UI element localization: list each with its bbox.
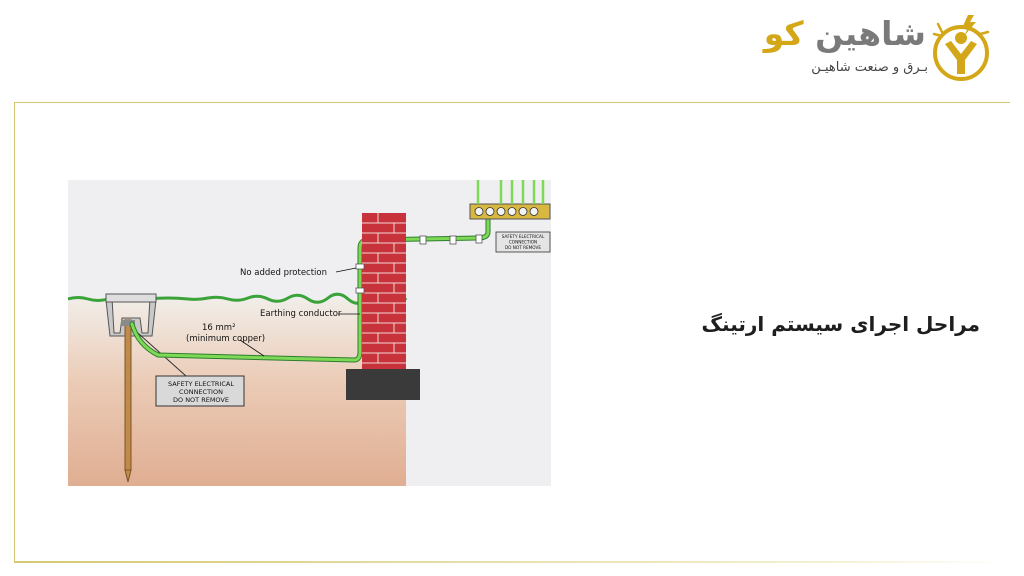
rod-clamp bbox=[121, 320, 135, 326]
label-size-line2: (minimum copper) bbox=[186, 334, 265, 344]
small-safety-tag-line1: SAFETY ELECTRICAL bbox=[502, 234, 545, 239]
brand-logo: شاهین کو بـرق و صنعت شاهیـن bbox=[764, 10, 992, 90]
safety-tag-line1: SAFETY ELECTRICAL bbox=[168, 380, 234, 388]
tag-string bbox=[129, 325, 187, 377]
brand-emblem-icon bbox=[932, 15, 990, 81]
terminal-conductors bbox=[476, 180, 545, 204]
page-title: مراحل اجرای سیستم ارتینگ bbox=[701, 312, 980, 336]
conductor-clip bbox=[419, 235, 427, 245]
brick-wall bbox=[362, 213, 406, 370]
earth-rod bbox=[124, 319, 132, 471]
wall-clip bbox=[355, 263, 365, 270]
brand-name-part1: شاهین bbox=[815, 14, 926, 53]
leader-size bbox=[239, 339, 265, 357]
small-safety-tag-line2: CONNECTION bbox=[509, 240, 537, 245]
safety-tag-line2: CONNECTION bbox=[179, 388, 223, 396]
earth-rod-tip bbox=[124, 469, 132, 483]
brand-name-part2: کو bbox=[763, 14, 804, 53]
wall-clip bbox=[355, 287, 365, 294]
small-safety-tag bbox=[495, 231, 551, 253]
label-no-added-protection: No added protection bbox=[240, 268, 327, 278]
safety-tag bbox=[155, 375, 245, 407]
label-earthing-conductor: Earthing conductor bbox=[260, 309, 342, 319]
small-safety-tag-line3: DO NOT REMOVE bbox=[505, 245, 541, 250]
terminal-screws bbox=[474, 207, 539, 216]
leader-no-added-protection bbox=[335, 267, 357, 273]
earthing-diagram: SAFETY ELECTRICAL CONNECTION DO NOT REMO… bbox=[68, 180, 551, 486]
brand-tagline: بـرق و صنعت شاهیـن bbox=[811, 60, 928, 75]
label-size-line1: 16 mm² bbox=[202, 323, 236, 333]
conductor-clip bbox=[475, 234, 483, 244]
earthing-conductor bbox=[130, 210, 490, 362]
safety-tag-line3: DO NOT REMOVE bbox=[173, 396, 229, 404]
brick-mortar bbox=[362, 213, 406, 364]
brand-name: شاهین کو bbox=[764, 14, 926, 54]
wall-footing bbox=[346, 369, 420, 400]
pit-cover bbox=[105, 293, 157, 303]
conductor-clip bbox=[449, 235, 457, 245]
frame-bottom-border bbox=[14, 561, 1010, 563]
